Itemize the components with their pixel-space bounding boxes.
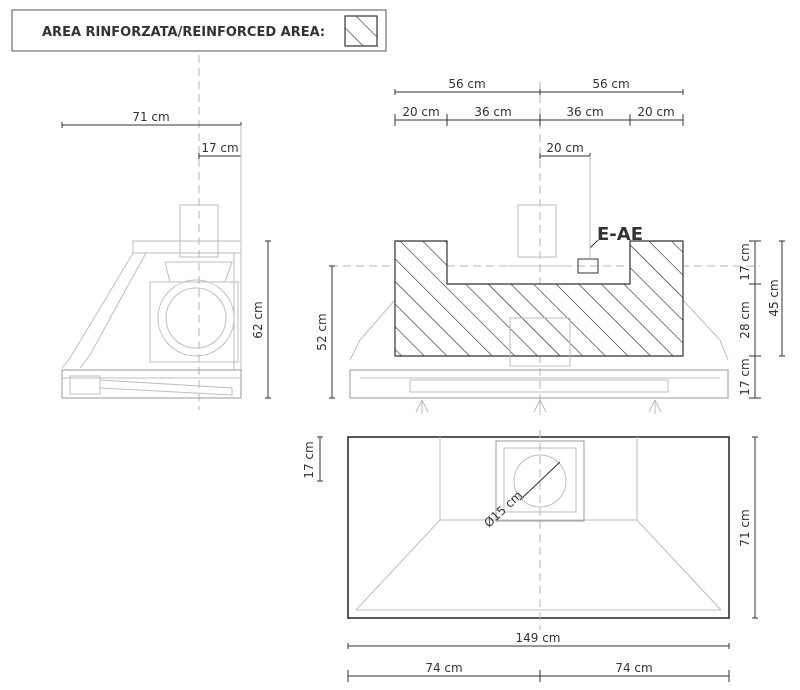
legend-label: AREA RINFORZATA/REINFORCED AREA: [42,25,325,40]
plan-diameter-label: Ø15 cm [481,488,525,530]
front-view: E-AE 56 cm 56 cm 20 cm 36 cm 36 cm 20 cm… [315,77,785,420]
side-height-label: 62 cm [251,301,265,338]
side-width-label: 71 cm [132,110,169,124]
plan-depth-top-label: 17 cm [302,441,316,478]
front-right-bottom-label: 17 cm [738,358,752,395]
front-seg1-label: 20 cm [402,105,439,119]
outlet-label: E-AE [597,224,643,245]
reinforced-area [394,240,684,357]
front-right-mid-label: 28 cm [738,301,752,338]
outlet-marker [577,258,599,274]
plan-total-width-label: 149 cm [515,631,560,645]
front-seg4-label: 20 cm [637,105,674,119]
front-seg3-label: 36 cm [566,105,603,119]
front-seg2-label: 36 cm [474,105,511,119]
front-right-total-label: 45 cm [767,279,781,316]
front-right-top-label: 17 cm [738,243,752,280]
legend: AREA RINFORZATA/REINFORCED AREA: [11,9,387,52]
plan-depth-label: 71 cm [738,509,752,546]
front-left-height-label: 52 cm [315,313,329,350]
front-top-left-label: 56 cm [448,77,485,91]
front-outlet-offset-label: 20 cm [546,141,583,155]
legend-hatch-swatch [344,15,378,47]
side-duct-label: 17 cm [201,141,238,155]
front-top-right-label: 56 cm [592,77,629,91]
plan-view: Ø15 cm 17 cm 71 cm 149 cm 74 cm 74 cm [302,430,758,682]
side-view: 71 cm 17 cm 62 cm [61,55,271,410]
plan-half-right-label: 74 cm [615,661,652,675]
plan-half-left-label: 74 cm [425,661,462,675]
